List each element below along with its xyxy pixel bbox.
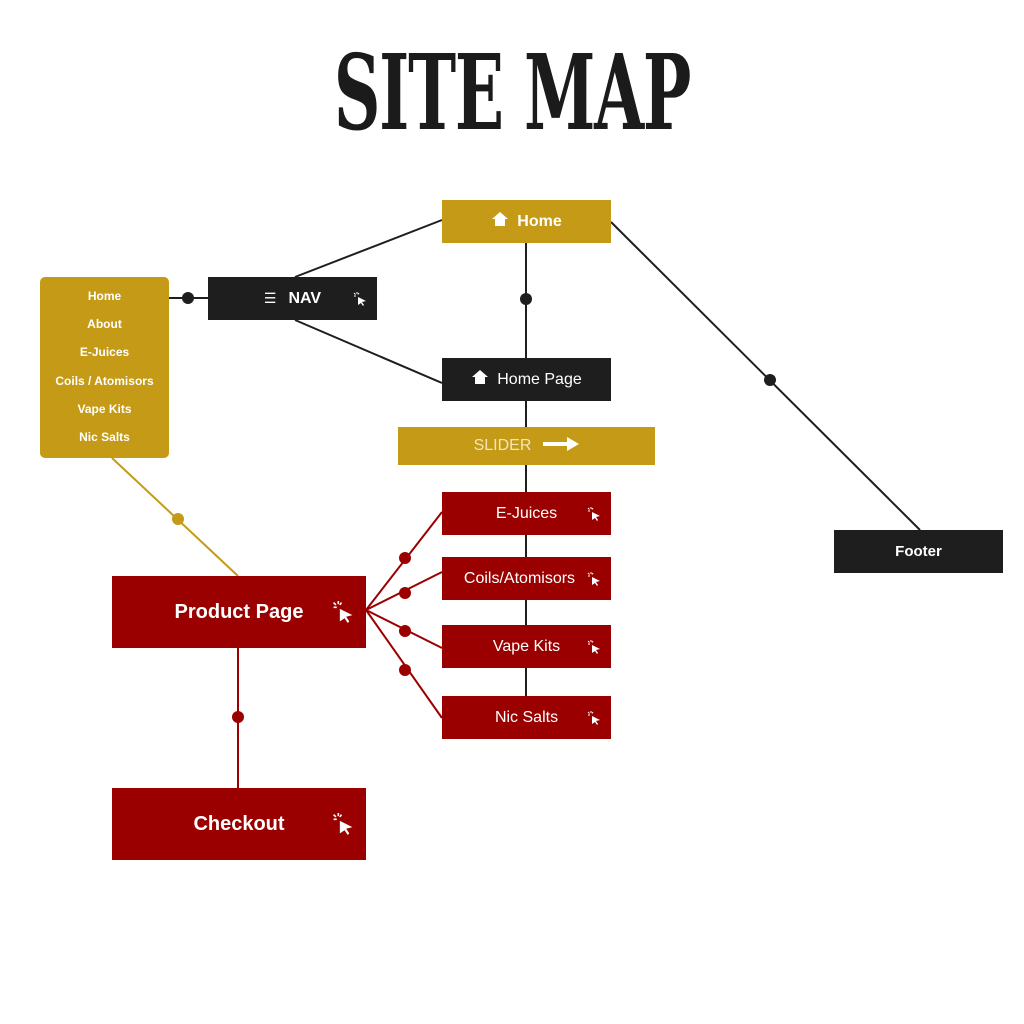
nav-menu-item[interactable]: About <box>87 317 122 332</box>
node-label: SLIDER <box>473 437 532 454</box>
node-label: Coils/Atomisors <box>463 569 576 587</box>
node-home-page[interactable]: Home Page <box>442 358 611 401</box>
node-category-ejuices[interactable]: E-Juices <box>442 492 611 535</box>
connector-dot <box>172 513 184 525</box>
line-nav-homepage <box>294 319 443 384</box>
node-checkout[interactable]: Checkout <box>112 788 366 860</box>
cursor-click-icon <box>587 506 601 521</box>
cursor-click-icon <box>332 601 354 623</box>
nav-menu-item[interactable]: Coils / Atomisors <box>55 373 154 388</box>
line-product-nicsalts <box>365 609 443 719</box>
cursor-click-icon <box>332 813 354 835</box>
arrow-right-icon <box>543 436 580 456</box>
node-label: E-Juices <box>495 504 558 522</box>
menu-icon: ☰ <box>263 290 277 306</box>
node-label: Home Page <box>497 370 582 388</box>
node-nav[interactable]: ☰ NAV <box>208 277 377 320</box>
node-label: Product Page <box>174 600 304 623</box>
node-category-coils[interactable]: Coils/Atomisors <box>442 557 611 600</box>
connector-dot <box>399 625 411 637</box>
line-home-nav <box>294 219 443 278</box>
cursor-click-icon <box>587 639 601 654</box>
node-footer[interactable]: Footer <box>834 530 1003 573</box>
node-category-nic-salts[interactable]: Nic Salts <box>442 696 611 739</box>
house-icon <box>471 369 489 390</box>
connector-dot <box>764 374 776 386</box>
nav-menu-item[interactable]: Vape Kits <box>77 401 132 416</box>
node-label: NAV <box>288 289 322 307</box>
node-product-page[interactable]: Product Page <box>112 576 366 648</box>
connector-dot <box>399 664 411 676</box>
nav-menu-item[interactable]: Home <box>87 289 122 303</box>
node-slider[interactable]: SLIDER <box>398 427 655 465</box>
connector-dot <box>232 711 244 723</box>
node-label: Nic Salts <box>494 708 559 726</box>
nav-menu-item[interactable]: E-Juices <box>79 345 130 360</box>
nav-menu-item[interactable]: Nic Salts <box>79 429 130 444</box>
connector-dot <box>520 293 532 305</box>
node-label: Home <box>517 212 562 230</box>
line-home-footer <box>610 221 921 531</box>
connector-dot <box>399 552 411 564</box>
node-label: Checkout <box>193 812 285 835</box>
node-label: Vape Kits <box>492 637 561 655</box>
node-category-vape-kits[interactable]: Vape Kits <box>442 625 611 668</box>
cursor-click-icon <box>587 571 601 586</box>
connector-dot <box>182 292 194 304</box>
node-home[interactable]: Home <box>442 200 611 243</box>
cursor-click-icon <box>587 710 601 725</box>
page-title: SITE MAP <box>333 31 692 154</box>
nav-menu-list: Home About E-Juices Coils / Atomisors Va… <box>40 277 169 458</box>
cursor-click-icon <box>353 291 367 306</box>
node-label: Footer <box>895 543 942 560</box>
house-icon <box>491 211 509 232</box>
connector-dot <box>399 587 411 599</box>
